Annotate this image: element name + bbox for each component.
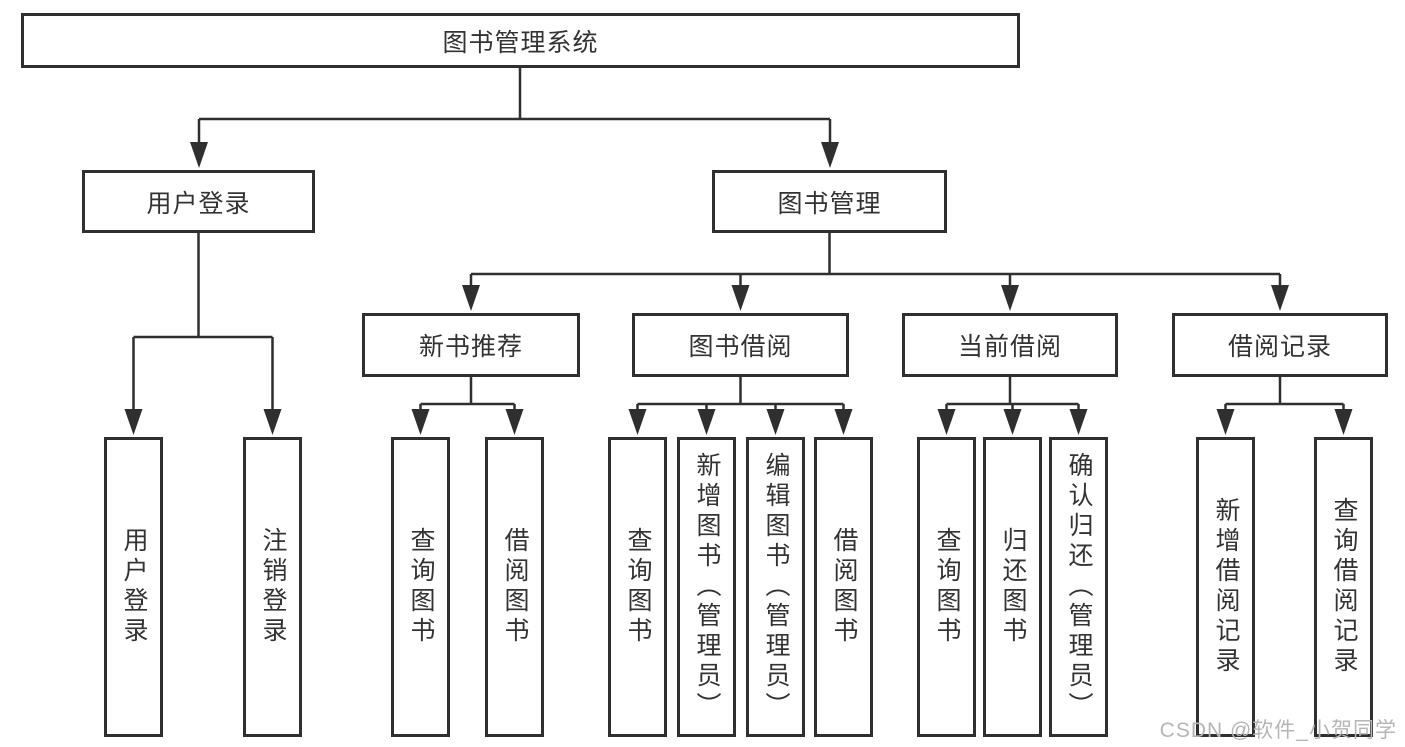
leaf-label: 查询借阅记录 <box>1330 497 1358 677</box>
leaf-br-query-borrow-record: 查询借阅记录 <box>1314 437 1373 737</box>
leaf-label: 确认归还（管理员） <box>1065 452 1093 722</box>
node-book-management: 图书管理 <box>712 170 947 233</box>
leaf-cb-return-books: 归还图书 <box>983 437 1042 737</box>
leaf-bb-query-books: 查询图书 <box>608 437 667 737</box>
leaf-label: 借阅图书 <box>501 527 529 647</box>
node-borrow-records: 借阅记录 <box>1172 313 1388 377</box>
leaf-br-add-borrow-record: 新增借阅记录 <box>1196 437 1255 737</box>
node-new-book-recommend: 新书推荐 <box>362 313 580 377</box>
node-user-login: 用户登录 <box>82 170 315 233</box>
leaf-bb-borrow-books: 借阅图书 <box>814 437 873 737</box>
leaf-label: 查询图书 <box>933 527 961 647</box>
leaf-nb-borrow-books: 借阅图书 <box>485 437 544 737</box>
csdn-watermark: CSDN @软件_小贺同学 <box>1159 719 1397 742</box>
leaf-bb-edit-books-admin: 编辑图书（管理员） <box>746 437 805 737</box>
node-label: 图书管理 <box>777 189 882 218</box>
leaf-cb-confirm-return-admin: 确认归还（管理员） <box>1049 437 1108 737</box>
leaf-label: 新增借阅记录 <box>1212 497 1240 677</box>
leaf-bb-add-books-admin: 新增图书（管理员） <box>677 437 736 737</box>
leaf-label: 用户登录 <box>120 527 148 647</box>
leaf-label: 归还图书 <box>999 527 1027 647</box>
leaf-label: 新增图书（管理员） <box>693 452 721 722</box>
node-book-borrow: 图书借阅 <box>632 313 849 377</box>
node-current-borrow: 当前借阅 <box>902 313 1118 377</box>
leaf-label: 查询图书 <box>624 527 652 647</box>
node-label: 当前借阅 <box>957 333 1062 361</box>
leaf-label: 查询图书 <box>407 527 435 647</box>
node-label: 图书管理系统 <box>442 28 599 57</box>
leaf-user-login: 用户登录 <box>104 437 163 737</box>
leaf-label: 注销登录 <box>259 527 287 647</box>
leaf-logout: 注销登录 <box>243 437 302 737</box>
node-label: 借阅记录 <box>1227 333 1332 361</box>
leaf-label: 借阅图书 <box>830 527 858 647</box>
leaf-label: 编辑图书（管理员） <box>762 452 790 722</box>
node-root-library-system: 图书管理系统 <box>21 13 1020 68</box>
node-label: 新书推荐 <box>418 333 523 361</box>
node-label: 用户登录 <box>146 189 251 218</box>
node-label: 图书借阅 <box>688 333 793 361</box>
leaf-cb-query-books: 查询图书 <box>917 437 976 737</box>
leaf-nb-query-books: 查询图书 <box>391 437 450 737</box>
